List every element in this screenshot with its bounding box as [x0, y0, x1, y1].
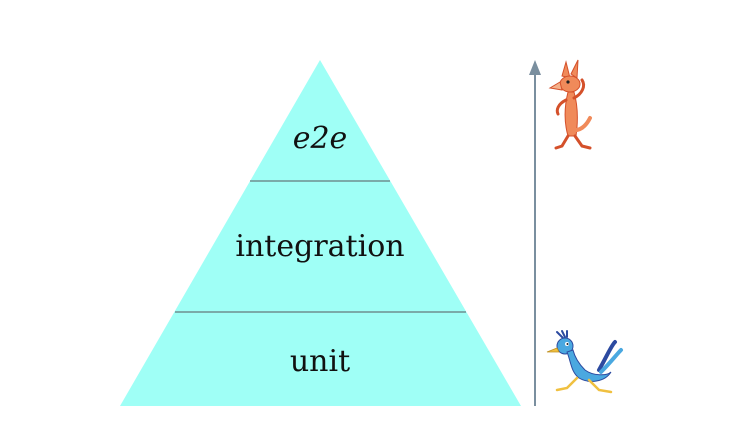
tier-label-e2e: e2e	[293, 121, 348, 156]
roadrunner-icon	[546, 330, 623, 394]
tier-label-integration: integration	[235, 229, 404, 264]
scale-arrow	[529, 60, 541, 406]
tier-label-unit: unit	[290, 344, 350, 379]
coyote-icon	[548, 59, 592, 150]
arrow-head-icon	[529, 60, 541, 75]
pyramid-shape	[120, 60, 521, 406]
